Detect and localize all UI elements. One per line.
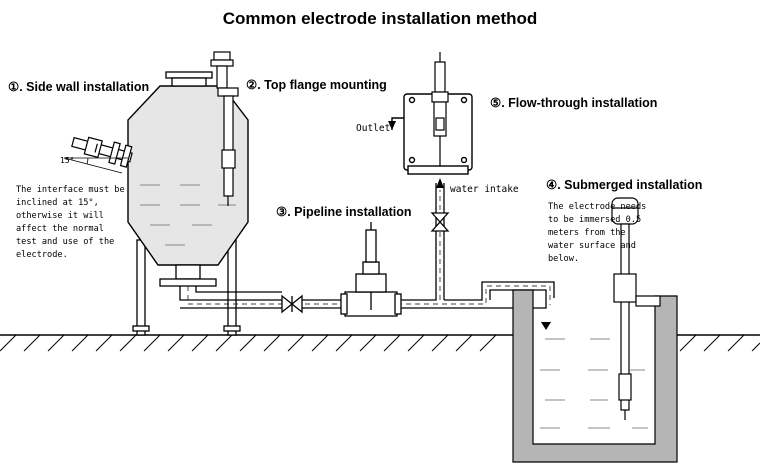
ground-hatching bbox=[0, 334, 760, 352]
pipe-centerline bbox=[187, 190, 551, 305]
pit bbox=[512, 289, 678, 463]
tank-outlet bbox=[159, 264, 217, 287]
submerged-label: ④. Submerged installation bbox=[546, 178, 703, 192]
flow-outlet-arrow bbox=[388, 121, 396, 130]
intake-valve bbox=[430, 212, 450, 232]
tank-legs bbox=[132, 239, 241, 336]
pit-water-dashes bbox=[540, 338, 648, 429]
flow-through-electrode bbox=[431, 52, 449, 166]
tank-top-flange bbox=[165, 71, 213, 87]
submerged-note: The electrode needs to be immersed 0.5 m… bbox=[548, 202, 647, 264]
page-title: Common electrode installation method bbox=[222, 9, 538, 28]
water-intake-arrow bbox=[436, 178, 444, 188]
main-valve bbox=[281, 294, 303, 314]
outlet-label: Outlet bbox=[356, 123, 391, 134]
pipeline-label: ③. Pipeline installation bbox=[276, 205, 412, 219]
outlet-arrow bbox=[541, 322, 551, 330]
side-wall-label: ①. Side wall installation bbox=[8, 80, 150, 94]
tank-water-dashes bbox=[140, 184, 236, 246]
angle-indicator bbox=[63, 157, 128, 174]
water-intake-label: water intake bbox=[450, 184, 519, 195]
side-wall-note: The interface must be inclined at 15°, o… bbox=[16, 185, 125, 260]
top-flange-electrode bbox=[210, 51, 239, 206]
submerged-electrode bbox=[611, 197, 661, 420]
angle-label: 15° bbox=[60, 156, 75, 165]
flow-through-label: ⑤. Flow-through installation bbox=[490, 96, 658, 110]
pipeline-fitting bbox=[340, 222, 402, 317]
top-flange-label: ②. Top flange mounting bbox=[246, 78, 387, 92]
flow-through-cell bbox=[391, 93, 473, 175]
side-wall-electrode bbox=[71, 136, 133, 168]
